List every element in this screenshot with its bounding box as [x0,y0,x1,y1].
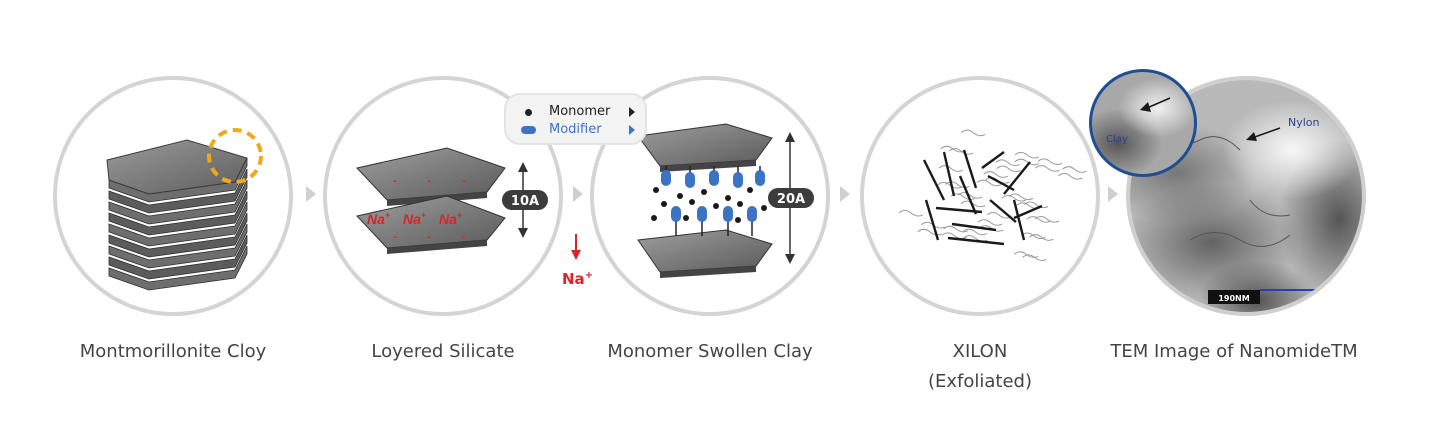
svg-text:Na+: Na+ [562,270,593,288]
step-3-caption: Monomer Swollen Clay [607,341,813,362]
ion-label-3: Na+ [439,210,463,227]
step-4-caption: XILON (Exfoliated) [850,337,1110,397]
modifier-pill-icon [521,126,536,134]
svg-text:-: - [462,231,466,243]
modifier-chains-bottom [671,206,757,236]
inset-annotations: Clay [1106,97,1171,145]
play-right-icon [629,107,635,117]
flow-arrow-2 [573,186,583,202]
stacked-clay-illustration [106,128,263,291]
ion-label-1: Na+ [367,210,391,227]
clay-label: Clay [1106,134,1128,145]
step-5-caption: TEM Image of NanomideTM [1110,341,1358,362]
step-4-caption-line-1: XILON [952,341,1008,362]
ion-label-2: Na+ [403,210,427,227]
step-1-circle [53,76,293,316]
layered-silicate-illustration: - - - - - - Na+ Na+ Na+ 10A [356,147,548,254]
scale-bar-label: 190NM [1218,294,1249,303]
flow-arrow-1 [306,186,316,202]
tem-annotations: Nylon 190NM [1159,116,1320,304]
step-4-caption-line-2: (Exfoliated) [927,371,1032,392]
polymer-chains [898,129,1087,262]
svg-text:-: - [427,175,431,187]
modifier-chains-top [661,166,765,188]
monomer-dots [651,187,767,223]
step-4-circle [860,76,1100,316]
flow-arrow-3 [840,186,850,202]
play-right-icon [629,125,635,135]
step-1-caption: Montmorillonite Cloy [79,341,267,362]
tem-zoom-inset: Clay [1089,69,1197,177]
monomer-dot-icon [525,109,532,116]
highlight-circle [207,128,263,184]
legend: Monomer Modifier [504,93,647,145]
step-2-caption: Loyered Silicate [371,341,515,362]
released-sodium: Na+ [562,234,593,288]
clay-platelets [922,149,1043,246]
swollen-clay-illustration: 20A [637,123,814,278]
spacing-label-20a: 20A [777,192,805,207]
flow-arrow-4 [1108,186,1118,202]
svg-text:-: - [462,175,466,187]
spacing-label-10a: 10A [511,194,539,209]
svg-text:-: - [393,175,397,187]
nylon-label: Nylon [1288,116,1320,129]
svg-text:-: - [427,231,431,243]
svg-text:-: - [393,231,397,243]
exfoliated-illustration [898,129,1087,262]
